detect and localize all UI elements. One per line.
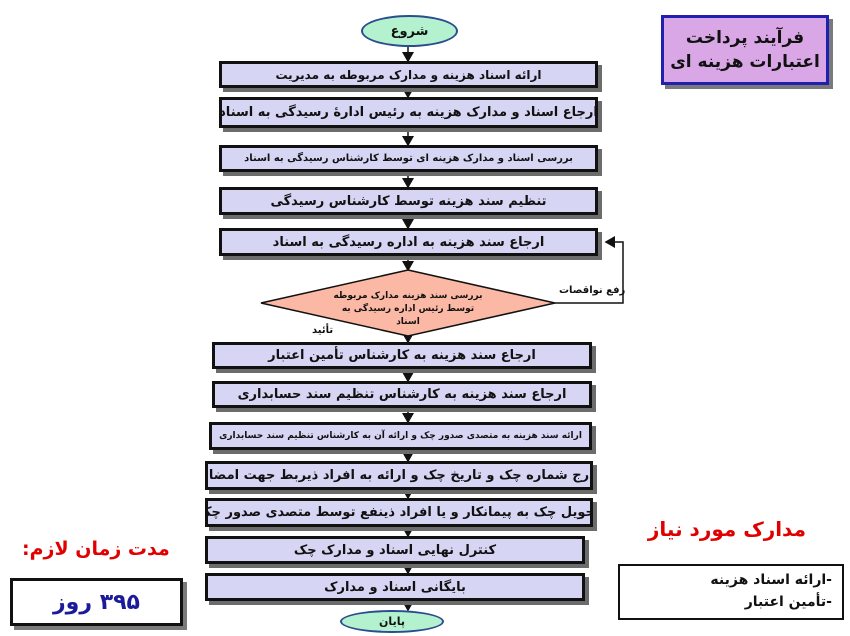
duration-heading: مدت زمان لازم:: [22, 538, 170, 560]
start-label: شروع: [390, 23, 429, 39]
duration-value: ۳۹۵ روز: [53, 589, 140, 615]
step-refer-to-credit-expert: ارجاع سند هزینه به کارشناس تأمین اعتبار: [212, 342, 592, 369]
approve-label: تأئید: [312, 325, 334, 336]
step-deliver-cheque: تحویل چک به پیمانکار و یا افراد ذینفع تو…: [205, 498, 593, 527]
step-archive: بایگانی اسناد و مدارک: [205, 573, 585, 601]
start-node: شروع: [361, 15, 458, 47]
end-label: پایان: [379, 615, 405, 628]
required-docs-heading: مدارک مورد نیاز: [647, 517, 806, 541]
step-refer-to-head: ارجاع اسناد و مدارک هزینه به رئیس ادارهٔ…: [219, 97, 598, 128]
step-submit-documents: ارائه اسناد هزینه و مدارک مربوطه به مدیر…: [219, 61, 598, 88]
list-item: -تأمین اعتبار: [744, 594, 832, 610]
step-submit-to-cheque-clerk: ارائه سند هزینه به متصدی صدور چک و ارائه…: [209, 422, 592, 450]
decision-diamond: [260, 269, 556, 337]
step-refer-voucher-to-office: ارجاع سند هزینه به اداره رسیدگی به اسناد: [219, 228, 598, 256]
step-prepare-voucher: تنظیم سند هزینه توسط کارشناس رسیدگی: [219, 187, 598, 215]
step-review-by-expert: بررسی اسناد و مدارک هزینه ای توسط کارشنا…: [219, 145, 598, 172]
step-final-check: کنترل نهایی اسناد و مدارک چک: [205, 536, 585, 564]
process-title: فرآیند پرداخت اعتبارات هزینه ای: [661, 15, 829, 85]
reject-label: رفع نواقصات: [559, 285, 626, 296]
required-docs-list: -ارائه اسناد هزینه -تأمین اعتبار: [618, 564, 844, 620]
list-item: -ارائه اسناد هزینه: [710, 572, 832, 588]
end-node: پایان: [340, 610, 444, 633]
decision-label: بررسی سند هزینه مدارک مربوطه توسط رئیس ا…: [333, 291, 483, 327]
duration-box: ۳۹۵ روز: [10, 578, 183, 626]
step-refer-to-accounting-expert: ارجاع سند هزینه به کارشناس تنظیم سند حسا…: [212, 381, 592, 408]
step-enter-cheque-number: درج شماره چک و تاریخ چک و ارائه به افراد…: [205, 461, 593, 490]
